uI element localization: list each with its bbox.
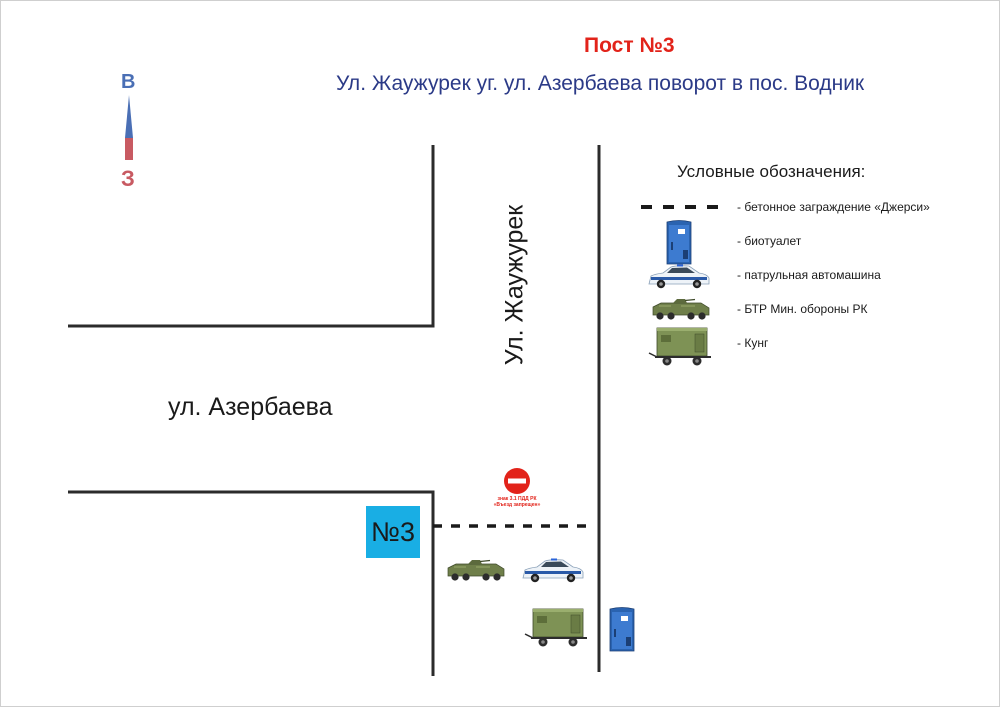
- sign-caption-line1: знак 3.1 ПДД РК: [497, 496, 537, 502]
- road-edge-northwest: [68, 145, 435, 328]
- apc-icon: [652, 298, 710, 321]
- kung-truck-vehicle-icon: [524, 608, 588, 648]
- road-lines: [68, 145, 601, 676]
- sign-caption: знак 3.1 ПДД РК «Въезд запрещен»: [486, 496, 548, 508]
- patrol-car-vehicle-icon: [522, 558, 584, 583]
- post-marker: №3: [366, 506, 420, 558]
- compass-label-west: З: [121, 166, 135, 191]
- compass-needle: [125, 95, 133, 160]
- road-edge-southwest: [68, 490, 435, 676]
- sign-caption-line2: «Въезд запрещен»: [493, 502, 541, 508]
- no-entry-sign-icon: [504, 468, 530, 494]
- legend-item-apc: - БТР Мин. обороны РК: [737, 302, 868, 316]
- compass-label-east: В: [121, 71, 136, 93]
- apc-vehicle-icon: [447, 559, 505, 582]
- legend-title: Условные обозначения:: [677, 162, 866, 181]
- page-subtitle: Ул. Жаужурек уг. ул. Азербаева поворот в…: [336, 72, 865, 95]
- page-title: Пост №3: [584, 34, 675, 57]
- legend-item-kung: - Кунг: [737, 336, 769, 350]
- street-label-azerbaeva: ул. Азербаева: [168, 393, 333, 421]
- kung-truck-icon: [648, 327, 712, 367]
- patrol-car-icon: [648, 264, 710, 289]
- post-label: №3: [371, 516, 415, 547]
- legend-item-toilet: - биотуалет: [737, 234, 802, 248]
- portable-toilet-icon: [666, 220, 692, 265]
- portable-toilet-map-icon: [609, 607, 635, 652]
- street-label-zhauzhurek: Ул. Жаужурек: [500, 204, 529, 366]
- legend-item-patrol-car: - патрульная автомашина: [737, 268, 881, 282]
- legend-item-barrier: - бетонное заграждение «Джерси»: [737, 200, 930, 214]
